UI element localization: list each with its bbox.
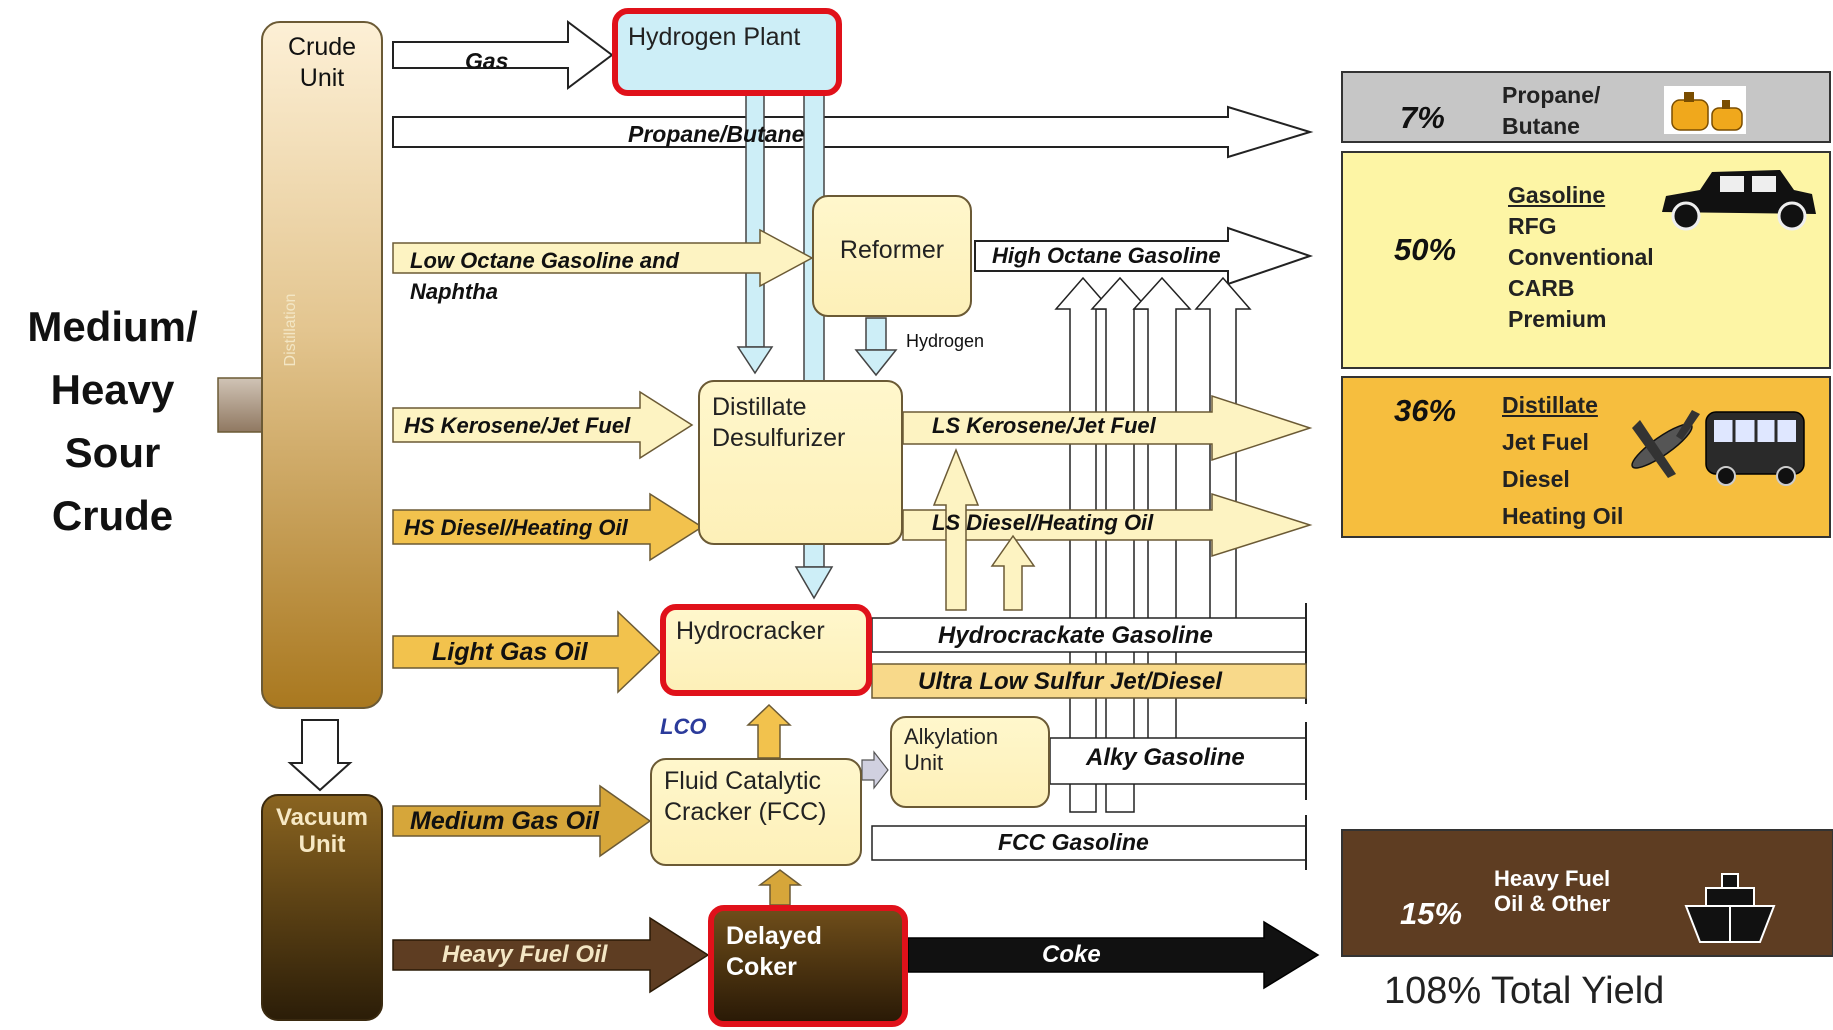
heavy-fuel-oil-arrow (392, 916, 710, 994)
ls-diesel-label: LS Diesel/Heating Oil (932, 510, 1154, 535)
medium-gas-oil-label: Medium Gas Oil (410, 807, 599, 835)
propane-tank-icon (1664, 86, 1746, 134)
gasoline-product-list: Gasoline RFG Conventional CARB Premium (1508, 180, 1654, 335)
fcc-unit: Fluid Catalytic Cracker (FCC) (650, 758, 862, 866)
hs-kerosene-arrow (392, 390, 694, 460)
hs-diesel-label: HS Diesel/Heating Oil (404, 515, 628, 540)
distillate-item: Heating Oil (1502, 503, 1624, 529)
gasoline-item: Premium (1508, 306, 1607, 332)
medium-gas-oil-arrow (392, 784, 652, 858)
feed-line-3: Sour (64, 429, 161, 476)
delayed-coker-unit: Delayed Coker (708, 905, 908, 1027)
low-octane-label: Low Octane Gasoline and Naphtha (410, 245, 679, 307)
alkylation-line-1: Alkylation (904, 724, 999, 749)
coke-arrow (907, 920, 1320, 990)
bus-icon (1705, 411, 1805, 486)
reformer-unit: Reformer (812, 195, 972, 317)
hydrogen-plant-label: Hydrogen Plant (628, 23, 801, 51)
hydrocracker-label: Hydrocracker (676, 617, 825, 645)
desulfurizer-line-2: Desulfurizer (712, 424, 846, 452)
hydrogen-plant-unit: Hydrogen Plant (612, 8, 842, 96)
low-octane-line-2: Naphtha (410, 279, 498, 304)
desulfurizer-line-1: Distillate (712, 393, 807, 421)
lco-label: LCO (660, 714, 707, 739)
gasoline-item: Conventional (1508, 244, 1654, 270)
hs-diesel-arrow (392, 492, 704, 562)
gas-label: Gas (465, 48, 509, 74)
distillate-desulfurizer-unit: Distillate Desulfurizer (698, 380, 903, 545)
feed-line-4: Crude (51, 492, 174, 539)
heavy-fuel-oil-label: Heavy Fuel Oil (442, 941, 608, 968)
distillate-item: Distillate (1502, 392, 1598, 418)
heavy-fuel-percent: 15% (1400, 896, 1463, 931)
reformer-label: Reformer (839, 236, 945, 264)
feed-line-1: Medium/ (27, 303, 198, 350)
feed-label: Medium/ Heavy Sour Crude (10, 295, 215, 547)
hs-kerosene-label: HS Kerosene/Jet Fuel (404, 413, 631, 438)
fcc-gasoline-label: FCC Gasoline (998, 829, 1149, 855)
gasoline-item: RFG (1508, 213, 1557, 239)
high-octane-arrow (974, 226, 1314, 286)
fcc-line-2: Cracker (FCC) (664, 798, 827, 826)
airplane-icon (1631, 410, 1700, 478)
heavy-fuel-line-1: Heavy Fuel (1494, 866, 1611, 891)
heavy-fuel-product-label: Heavy Fuel Oil & Other (1494, 866, 1610, 916)
hydrocrackate-label: Hydrocrackate Gasoline (938, 622, 1213, 649)
crude-unit-line-2: Unit (299, 64, 345, 92)
ship-icon (1684, 873, 1776, 943)
fcc-line-1: Fluid Catalytic (664, 767, 821, 795)
vacuum-unit-line-2: Unit (298, 831, 346, 858)
propane-butane-arrow (392, 105, 1314, 159)
alkylation-unit: Alkylation Unit (890, 716, 1050, 808)
gasoline-percent: 50% (1394, 232, 1457, 267)
hydrogen-label: Hydrogen (906, 331, 985, 351)
gasoline-item: CARB (1508, 275, 1575, 301)
car-icon (1662, 170, 1816, 231)
distillate-percent: 36% (1394, 393, 1457, 428)
propane-butane-label: Propane/Butane (628, 121, 805, 147)
distillate-item: Jet Fuel (1502, 429, 1589, 455)
distillate-product-list: Distillate Jet Fuel Diesel Heating Oil (1502, 387, 1623, 535)
vacuum-unit-label: Vacuum Unit (262, 804, 382, 858)
propane-percent: 7% (1400, 100, 1445, 135)
high-octane-label: High Octane Gasoline (992, 243, 1221, 268)
gasoline-item: Gasoline (1508, 182, 1606, 208)
propane-product-box (1341, 71, 1831, 143)
low-octane-line-1: Low Octane Gasoline and (410, 248, 679, 273)
coker-line-1: Delayed (726, 922, 822, 950)
gas-arrow (392, 20, 614, 90)
feed-line-2: Heavy (50, 366, 175, 413)
light-gas-oil-arrow (392, 610, 662, 694)
low-octane-arrow (392, 228, 814, 288)
alky-gasoline-label: Alky Gasoline (1086, 744, 1245, 771)
crude-unit (261, 21, 383, 709)
distillate-item: Diesel (1502, 466, 1570, 492)
crude-unit-label: Crude Unit (262, 32, 382, 94)
hydrocracker-unit: Hydrocracker (660, 604, 872, 696)
coke-label: Coke (1042, 941, 1101, 968)
propane-product-label: Propane/ Butane (1502, 80, 1600, 142)
crude-unit-line-1: Crude (287, 33, 357, 61)
propane-line-2: Butane (1502, 113, 1580, 139)
total-yield: 108% Total Yield (1384, 970, 1665, 1012)
ls-kerosene-label: LS Kerosene/Jet Fuel (932, 413, 1156, 438)
light-gas-oil-label: Light Gas Oil (432, 638, 588, 666)
ls-kerosene-arrow (902, 394, 1313, 462)
alkylation-line-2: Unit (904, 750, 944, 775)
propane-line-1: Propane/ (1502, 82, 1601, 108)
vacuum-unit-line-1: Vacuum (275, 804, 369, 831)
vacuum-unit (261, 794, 383, 1021)
coker-line-2: Coker (726, 953, 797, 981)
crude-unit-vertical-label: Distillation (282, 293, 299, 367)
heavy-fuel-line-2: Oil & Other (1494, 891, 1611, 916)
ulsd-label: Ultra Low Sulfur Jet/Diesel (918, 668, 1223, 695)
